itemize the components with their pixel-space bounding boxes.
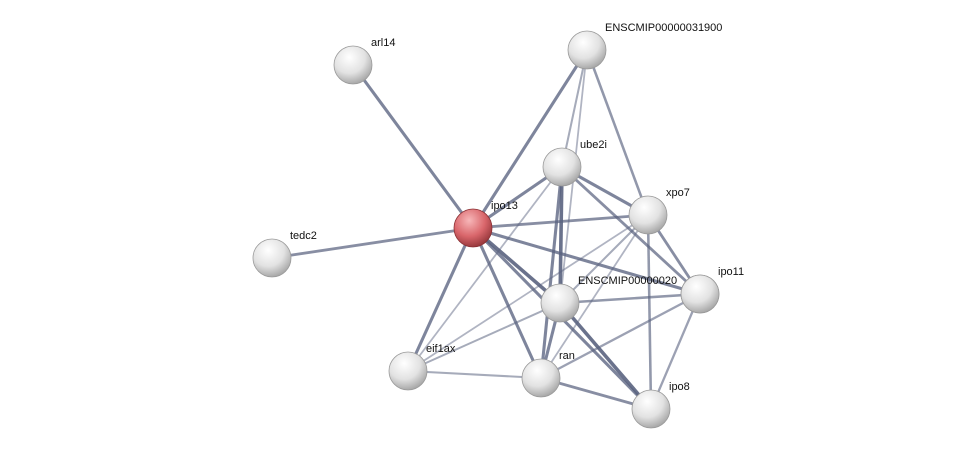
edge-ipo11-ens20[interactable] [559, 292, 701, 305]
edge-xpo7-eif1ax[interactable] [407, 214, 649, 372]
edge-ipo13-ran[interactable] [471, 227, 543, 379]
node-ran[interactable] [521, 358, 561, 398]
edge-ube2i-ran[interactable] [539, 166, 564, 379]
node-ipo13[interactable] [453, 208, 493, 248]
node-label-xpo7: xpo7 [666, 187, 690, 199]
edge-ube2i-eif1ax[interactable] [407, 166, 563, 372]
edge-ens20-ipo8[interactable] [558, 301, 653, 411]
edge-ipo11-ipo8[interactable] [649, 293, 702, 410]
edge-xpo7-ipo8[interactable] [646, 214, 653, 410]
node-label-ube2i: ube2i [580, 139, 607, 151]
edge-ipo11-ran[interactable] [540, 292, 701, 380]
edge-xpo7-ran[interactable] [540, 214, 649, 379]
edge-ube2i-ens20[interactable] [558, 166, 564, 304]
edge-ens31900-xpo7[interactable] [585, 49, 650, 216]
node-label-ens31900: ENSCMIP00000031900 [605, 22, 723, 34]
node-arl14[interactable] [333, 45, 373, 85]
edge-xpo7-ens20[interactable] [559, 214, 649, 304]
node-xpo7[interactable] [628, 195, 668, 235]
node-label-ens20: ENSCMIP00000020 [578, 275, 678, 287]
edge-ipo13-eif1ax[interactable] [406, 227, 475, 372]
node-ipo8[interactable] [631, 389, 671, 429]
edge-eif1ax-ran[interactable] [407, 369, 542, 380]
edge-ipo13-arl14[interactable] [351, 64, 475, 229]
edge-ipo13-tedc2[interactable] [271, 226, 474, 260]
edge-ipo13-ipo11[interactable] [472, 226, 701, 296]
edge-ipo13-ens31900[interactable] [471, 49, 589, 229]
node-label-eif1ax: eif1ax [426, 343, 456, 355]
edge-ens20-eif1ax[interactable] [407, 302, 561, 372]
edge-ens31900-ube2i[interactable] [561, 49, 588, 168]
node-label-tedc2: tedc2 [290, 230, 317, 242]
node-eif1ax[interactable] [388, 351, 428, 391]
node-ens31900[interactable] [567, 30, 607, 70]
node-label-arl14: arl14 [371, 37, 396, 49]
node-label-ipo13: ipo13 [491, 200, 518, 212]
node-ipo11[interactable] [680, 274, 720, 314]
node-label-ran: ran [559, 350, 575, 362]
edge-ube2i-ipo11[interactable] [561, 165, 701, 296]
node-tedc2[interactable] [252, 238, 292, 278]
node-ens20[interactable] [540, 283, 580, 323]
node-label-ipo11: ipo11 [718, 266, 745, 278]
node-label-ipo8: ipo8 [669, 381, 690, 393]
node-ube2i[interactable] [542, 147, 582, 187]
